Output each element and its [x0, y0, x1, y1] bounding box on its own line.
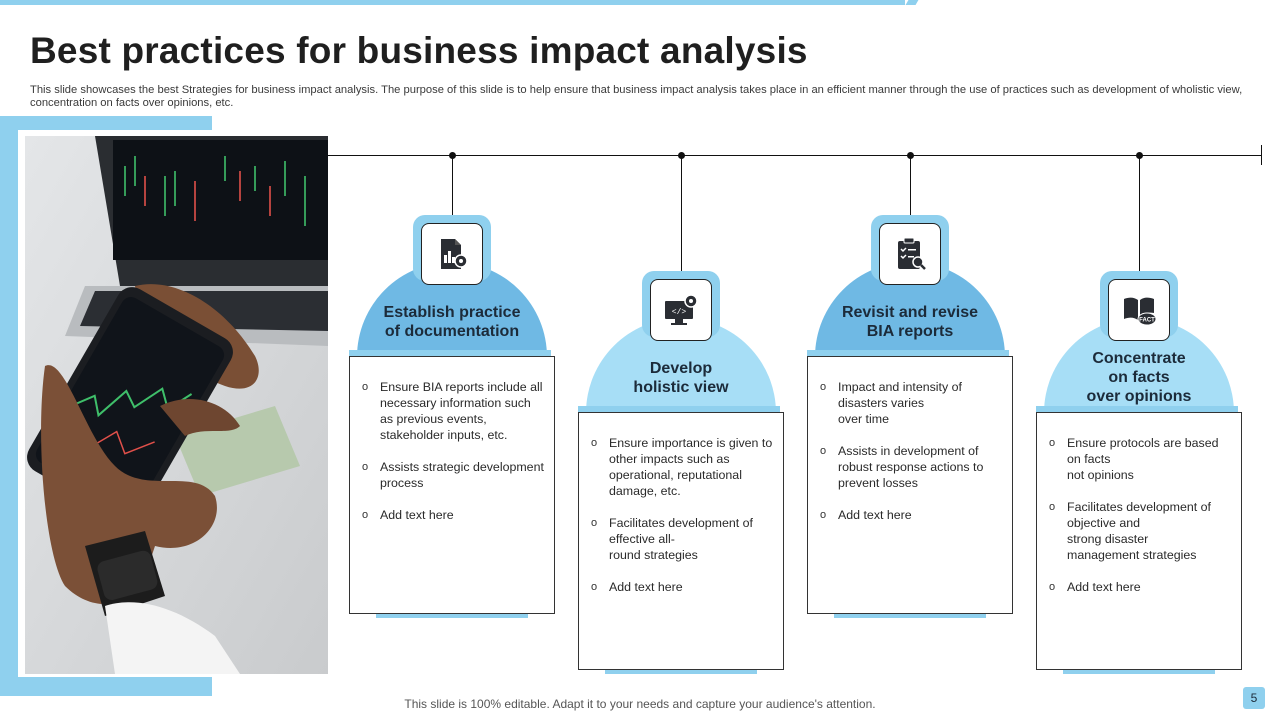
- card-body: Impact and intensity of disasters varies…: [807, 356, 1013, 614]
- card-bullet: Assists strategic development process: [360, 459, 544, 491]
- card-body: Ensure BIA reports include all necessary…: [349, 356, 555, 614]
- monitor-code-gear-icon: </>: [650, 279, 712, 341]
- timeline-line: [328, 155, 1262, 156]
- card-bullet: Ensure BIA reports include all necessary…: [360, 379, 544, 443]
- slide-title: Best practices for business impact analy…: [30, 30, 808, 71]
- card-bullet: Add text here: [589, 579, 773, 595]
- timeline-dot: [678, 152, 685, 159]
- page-number: 5: [1243, 687, 1265, 709]
- card-bullet: Add text here: [1047, 579, 1231, 595]
- timeline-dot: [907, 152, 914, 159]
- card-header-band: [578, 406, 780, 412]
- svg-text:</>: </>: [672, 308, 687, 317]
- card-body: Ensure protocols are based on facts not …: [1036, 412, 1242, 670]
- card-header-band: [1036, 406, 1238, 412]
- card-underline: [605, 670, 757, 674]
- top-accent-bar: [0, 0, 905, 5]
- card-bullet: Impact and intensity of disasters varies…: [818, 379, 1002, 427]
- card-bullet: Assists in development of robust respons…: [818, 443, 1002, 491]
- card-header-band: [349, 350, 551, 356]
- slide-subtitle: This slide showcases the best Strategies…: [30, 84, 1243, 109]
- footer-note: This slide is 100% editable. Adapt it to…: [0, 697, 1280, 711]
- connector-line: [452, 156, 453, 222]
- timeline-end-tick: [1261, 145, 1262, 165]
- card-bullet: Facilitates development of objective and…: [1047, 499, 1231, 563]
- card-body: Ensure importance is given to other impa…: [578, 412, 784, 670]
- footer-text: This slide is 100% editable. Adapt it to…: [404, 697, 876, 711]
- card-title: Concentrate on facts over opinions: [1086, 350, 1192, 405]
- top-accent-bar-tip: [905, 0, 919, 5]
- card-underline: [376, 614, 528, 618]
- timeline-dot: [449, 152, 456, 159]
- card-title: Develop holistic view: [633, 360, 729, 396]
- connector-line: [681, 156, 682, 278]
- card-title: Revisit and revise BIA reports: [841, 304, 979, 340]
- card-bullet: Facilitates development of effective all…: [589, 515, 773, 563]
- card-underline: [834, 614, 986, 618]
- card-header-band: [807, 350, 1009, 356]
- clipboard-check-search-icon: [879, 223, 941, 285]
- card-bullet: Ensure protocols are based on facts not …: [1047, 435, 1231, 483]
- connector-line: [1139, 156, 1140, 278]
- card-underline: [1063, 670, 1215, 674]
- document-gear-icon: [421, 223, 483, 285]
- book-fact-icon: FACT: [1108, 279, 1170, 341]
- timeline-dot: [1136, 152, 1143, 159]
- svg-text:FACT: FACT: [1139, 318, 1155, 324]
- card-bullet: Ensure importance is given to other impa…: [589, 435, 773, 499]
- hands-phone-trading-photo: [25, 136, 328, 674]
- card-title: Establish practice of documentation: [383, 304, 521, 340]
- connector-line: [910, 156, 911, 222]
- card-bullet: Add text here: [818, 507, 1002, 523]
- card-bullet: Add text here: [360, 507, 544, 523]
